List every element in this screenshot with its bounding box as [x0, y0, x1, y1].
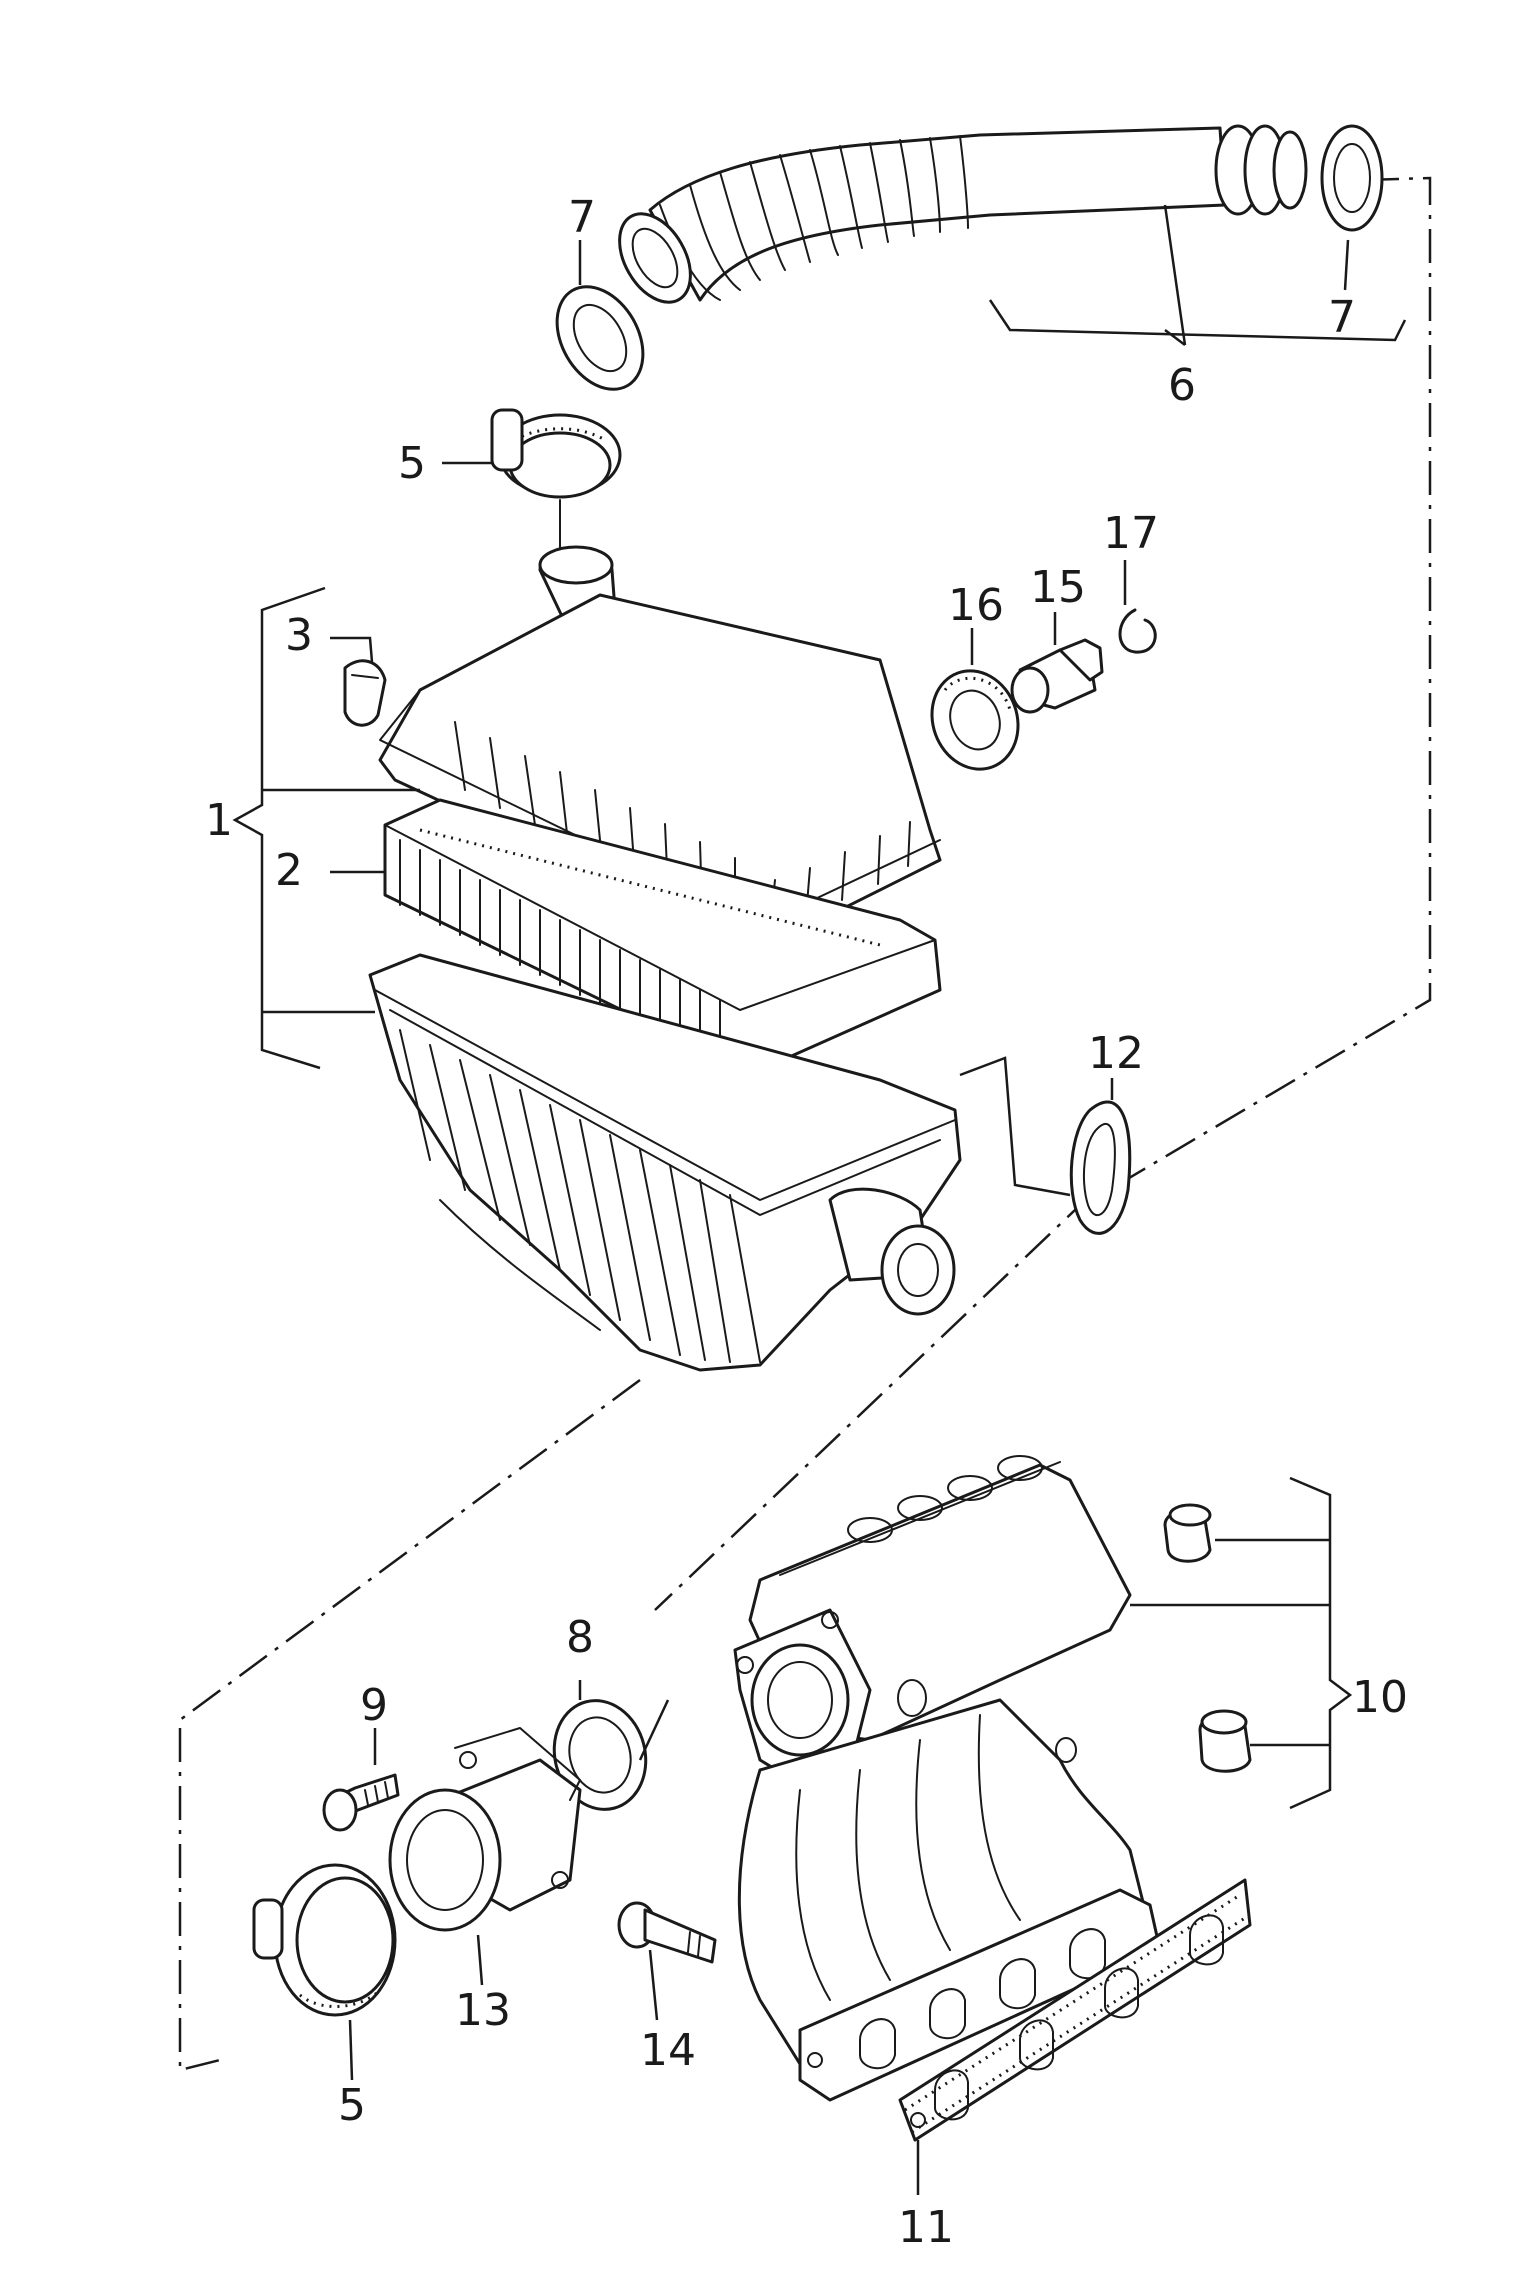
callout-15: 15: [1030, 562, 1086, 613]
callout-11: 11: [898, 2202, 954, 2253]
callout-9: 9: [360, 1680, 388, 1731]
callout-7-right: 7: [1328, 292, 1356, 343]
valve-part-15: [1010, 638, 1104, 714]
callout-8: 8: [566, 1612, 594, 1663]
callout-2: 2: [275, 845, 303, 896]
seal-ring-part-7-left: [555, 285, 645, 391]
callout-13: 13: [455, 1985, 511, 2036]
callout-3: 3: [285, 610, 313, 661]
gasket-part-8: [552, 1699, 648, 1811]
leader-lines: [232, 204, 1407, 2195]
callout-5-bottom: 5: [338, 2080, 366, 2131]
callout-7-left: 7: [568, 192, 596, 243]
callout-14: 14: [640, 2025, 696, 2076]
intake-manifold: [733, 1455, 1252, 2102]
retaining-clip-part-17: [1118, 608, 1157, 654]
bolt-part-9: [322, 1773, 400, 1832]
seal-part-16: [930, 669, 1020, 771]
hose-clamp-part-5-top: [490, 408, 622, 561]
callout-17: 17: [1103, 508, 1159, 559]
intake-hose-part-6: [618, 124, 1308, 304]
callout-6: 6: [1168, 360, 1196, 411]
retaining-clip-part-3: [343, 659, 387, 727]
adapter-part-13: [388, 1727, 582, 1932]
callout-5-top: 5: [398, 438, 426, 489]
manifold-gasket-part-11: [898, 1878, 1252, 2142]
hose-clamp-part-5-bottom: [252, 1863, 397, 2017]
air-filter-housing: [368, 545, 962, 1372]
o-ring-part-12: [1069, 1100, 1132, 1235]
callout-1: 1: [205, 795, 233, 846]
callout-16: 16: [948, 580, 1004, 631]
bolt-part-14: [617, 1901, 717, 1964]
seal-ring-part-7-right: [1320, 124, 1384, 232]
callout-12: 12: [1088, 1028, 1144, 1079]
callout-10: 10: [1352, 1672, 1408, 1723]
callout-labels: 1 2 3 5 5 6 7 7 8 9 10 11 12 13 14 15 16…: [205, 192, 1408, 2253]
